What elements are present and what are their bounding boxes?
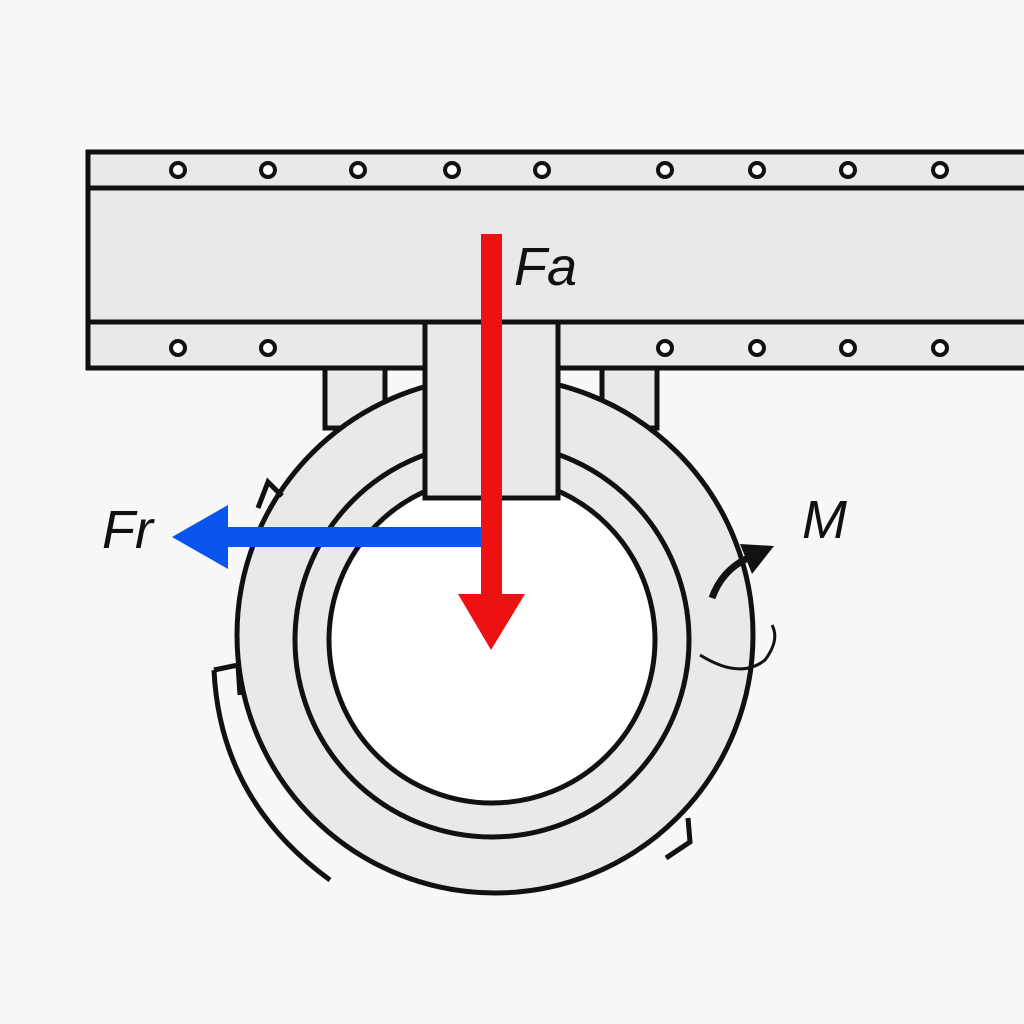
rivet-row-bottom	[169, 339, 949, 357]
radial-force-shaft	[225, 527, 482, 547]
rivet	[931, 161, 949, 179]
axial-force-shaft	[481, 234, 502, 596]
rivet	[839, 161, 857, 179]
rivet	[259, 161, 277, 179]
moment-arc	[708, 554, 750, 600]
rivet	[931, 339, 949, 357]
rivet	[839, 339, 857, 357]
rivet	[169, 339, 187, 357]
moment-arc-thin	[699, 624, 777, 671]
radial-force-arrow	[172, 505, 482, 569]
rivet	[656, 339, 674, 357]
outer-ring-split-lower	[211, 661, 332, 883]
axial-force-arrowhead	[458, 594, 525, 650]
rivet	[748, 161, 766, 179]
outer-ring-split-upper	[255, 477, 284, 509]
axial-force-label: Fa	[514, 237, 577, 297]
rivet	[748, 339, 766, 357]
outer-ring-split-right	[664, 817, 693, 861]
radial-force-label: Fr	[102, 500, 155, 560]
rivet-row-top	[169, 161, 949, 179]
rivet	[169, 161, 187, 179]
radial-force-arrowhead	[172, 505, 228, 569]
axial-force-arrow	[458, 234, 525, 650]
rivet	[533, 161, 551, 179]
rivet	[349, 161, 367, 179]
rivet	[259, 339, 277, 357]
rivet	[656, 161, 674, 179]
moment-label: M	[802, 490, 847, 550]
rivet	[443, 161, 461, 179]
moment-arrowhead	[740, 544, 774, 574]
